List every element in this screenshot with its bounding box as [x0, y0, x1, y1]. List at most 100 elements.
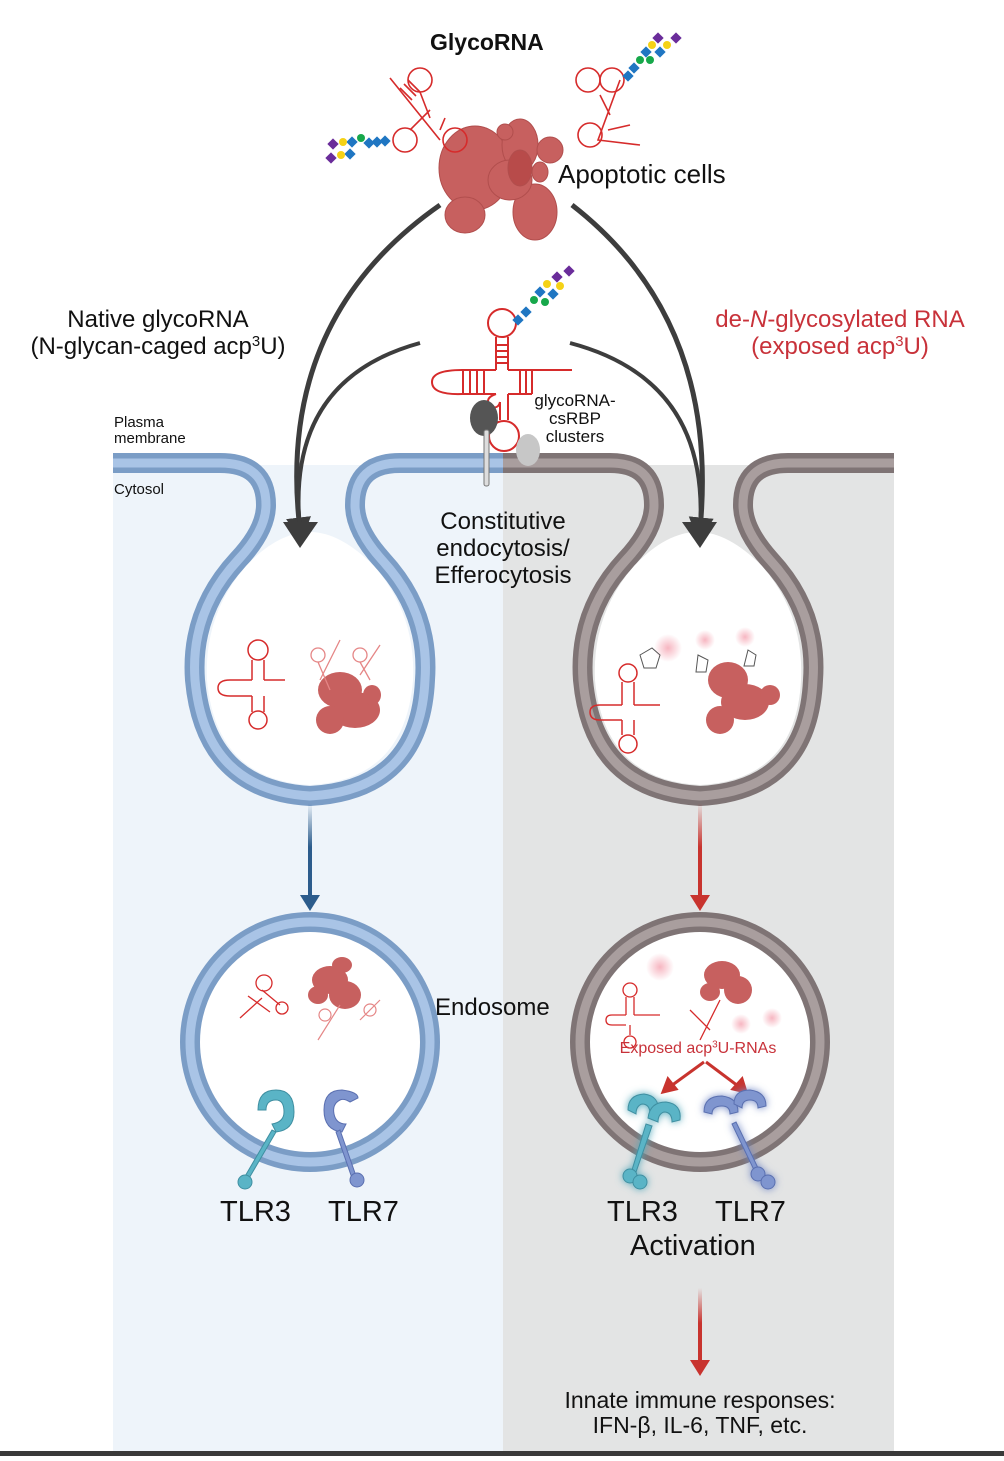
endosome-left-contents — [239, 957, 381, 1041]
exposed-rna-arrows — [660, 1060, 749, 1095]
native-line2-suffix: U) — [260, 332, 286, 360]
tlr3-label-right: TLR3 — [607, 1196, 678, 1228]
glycan-residue — [371, 136, 383, 148]
glycan-residue — [646, 56, 654, 64]
deglyco-line2: (exposed acp3U) — [682, 332, 998, 361]
red-arrow-lower — [690, 1288, 710, 1376]
tlr3-receptor-left — [237, 1089, 295, 1190]
glycan-residue — [534, 286, 546, 298]
cytosol-label: Cytosol — [114, 481, 165, 498]
glycan-residue — [556, 282, 564, 290]
csrbp-dark — [470, 400, 498, 487]
deglyco-line1: de-N-glycosylated RNA — [682, 306, 998, 334]
plasma-membrane-line2: membrane — [114, 430, 186, 448]
glycan-residue — [327, 138, 339, 150]
glycan-residue — [325, 152, 337, 164]
glycan-residue — [530, 296, 538, 304]
deglyco-line2-prefix: (exposed acp — [751, 332, 896, 360]
bottom-border — [0, 1451, 1004, 1456]
plasma-membrane-line1: Plasma — [114, 414, 165, 431]
glycan-residue — [551, 271, 563, 283]
glycan-residue — [628, 62, 640, 74]
tlr7-label-right: TLR7 — [715, 1196, 786, 1228]
glycan-residue — [636, 56, 644, 64]
glycan-residue — [541, 298, 549, 306]
arrow-degly-inner — [569, 341, 703, 531]
blue-arrow — [300, 803, 320, 911]
exposed-sup: 3 — [712, 1039, 718, 1051]
plasma-membrane-left — [113, 453, 503, 806]
activation-label: Activation — [630, 1230, 756, 1262]
tlr7-label-left: TLR7 — [328, 1196, 399, 1228]
vesicle-right-contents — [589, 627, 780, 754]
endocytosis-label: Constitutive endocytosis/ Efferocytosis — [408, 508, 598, 590]
red-arrow-upper — [690, 803, 710, 911]
clusters-line1: glycoRNA- — [534, 391, 616, 410]
glycan-chain-top-right — [622, 32, 682, 82]
glycan-residue — [670, 32, 682, 44]
glycan-residue — [640, 46, 652, 58]
csrbp-light — [516, 434, 540, 466]
native-line2-sup: 3 — [251, 333, 261, 350]
glycorna-structure-right — [575, 67, 641, 148]
arrow-native-inner — [296, 341, 421, 531]
tlr3-label-left: TLR3 — [220, 1196, 291, 1228]
endosome-label: Endosome — [435, 994, 550, 1021]
innate-immune-responses-label: Innate immune responses: IFN-β, IL-6, TN… — [520, 1388, 880, 1438]
exposed-acp3u-rnas-label: Exposed acp3U-RNAs — [598, 1040, 798, 1058]
glycan-residue — [337, 151, 345, 159]
arrow-native-outer — [286, 202, 442, 543]
arrow-degly-outer — [570, 203, 714, 543]
innate-line1: Innate immune responses: — [564, 1387, 836, 1413]
uptake-arrows — [286, 202, 714, 543]
apoptotic-cell-cluster-top — [438, 118, 564, 241]
native-glycorna-line2: (N-glycan-caged acp3U) — [2, 332, 314, 361]
deglyco-line1-suffix: -glycosylated RNA — [767, 306, 965, 333]
tlr3-receptor-right — [622, 1093, 681, 1190]
glycan-residue — [652, 32, 664, 44]
glycan-residue — [379, 135, 391, 147]
glycan-chain-top-left — [325, 134, 391, 164]
glycan-residue — [344, 148, 356, 160]
endocytosis-line1: Constitutive — [440, 508, 566, 535]
deglyco-line2-suffix: U) — [903, 332, 929, 360]
glycan-residue — [512, 314, 524, 326]
glycan-residue — [648, 41, 656, 49]
panel-top-fill-left — [113, 455, 503, 465]
glycan-residue — [339, 138, 347, 146]
deglyco-line2-sup: 3 — [895, 333, 904, 350]
glycan-residue — [363, 137, 375, 149]
deglyco-line1-prefix: de- — [715, 306, 750, 333]
clusters-line2: csRBP — [549, 408, 601, 428]
glycan-residue — [357, 134, 365, 142]
tlr7-receptor-right — [703, 1089, 776, 1190]
native-line2-prefix: (N-glycan-caged acp — [30, 332, 252, 360]
native-glycorna-line1: Native glycoRNA — [67, 306, 249, 333]
glycan-residue — [654, 46, 666, 58]
deglycosylated-rna-label: de-N-glycosylated RNA (exposed acp3U) — [682, 306, 998, 361]
glycan-residue — [663, 41, 671, 49]
left-endosome — [180, 912, 440, 1172]
exposed-prefix: Exposed acp — [619, 1040, 713, 1057]
clusters-line3: clusters — [545, 426, 605, 446]
glycorna-structure-left — [389, 67, 468, 153]
glycan-residue — [520, 306, 532, 318]
glycan-residue — [543, 280, 551, 288]
endocytosis-line3: Efferocytosis — [434, 561, 572, 589]
glycan-residue — [346, 136, 358, 148]
panel-top-fill-right — [503, 455, 894, 465]
apoptotic-cells-label: Apoptotic cells — [558, 159, 726, 189]
endosome-right-contents — [605, 953, 782, 1049]
glycan-residue — [547, 288, 559, 300]
glycorna-csrbp-clusters-label: glycoRNA- csRBP clusters — [528, 392, 622, 446]
glycan-chain-center — [512, 265, 575, 326]
endocytosis-line2: endocytosis/ — [436, 534, 570, 562]
innate-line2: IFN-β, IL-6, TNF, etc. — [592, 1411, 808, 1438]
diagram-title: GlycoRNA — [430, 29, 544, 55]
native-glycorna-label: Native glycoRNA (N-glycan-caged acp3U) — [2, 306, 314, 361]
arrowhead-right — [682, 522, 717, 548]
plasma-membrane-label: Plasma membrane — [114, 414, 186, 448]
deglyco-line1-italic: N — [749, 306, 768, 333]
